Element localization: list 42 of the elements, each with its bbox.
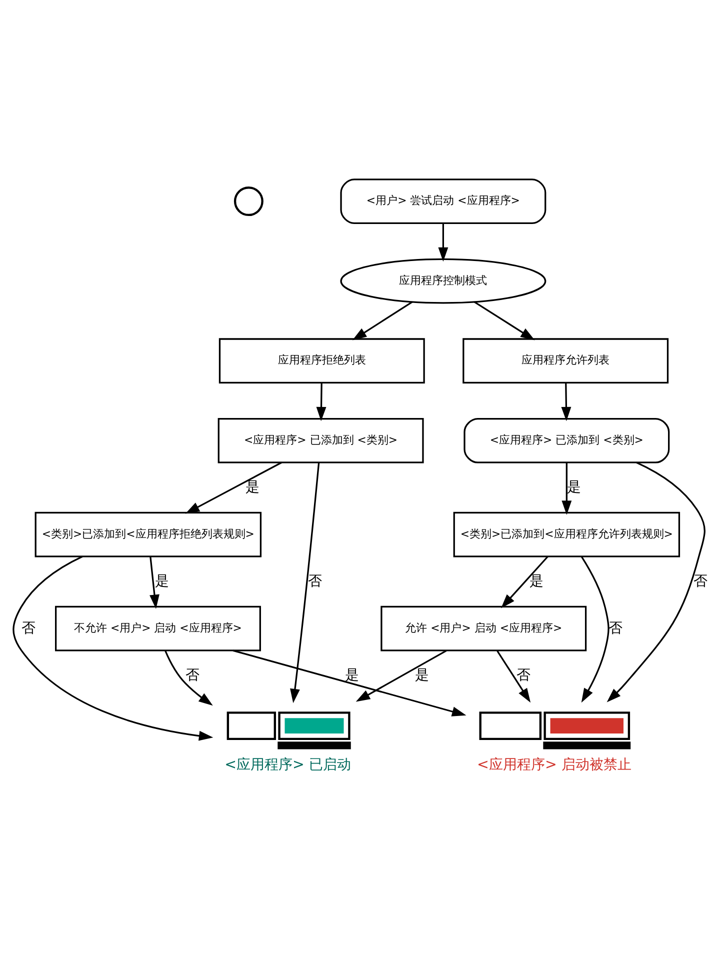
edge-label: 否 xyxy=(184,666,199,683)
node-box: 应用程序拒绝列表 xyxy=(218,338,424,384)
node-box: <应用程序> 已添加到 <类别> xyxy=(217,417,424,463)
arrow xyxy=(561,462,572,514)
arrow xyxy=(438,222,448,262)
arrow xyxy=(164,650,212,706)
node-ellipse: 应用程序控制模式 xyxy=(340,258,546,304)
edge-label: 否 xyxy=(693,572,708,589)
edge-label: 否 xyxy=(516,666,530,683)
node-person xyxy=(233,186,263,216)
edge-label: 是 xyxy=(529,572,544,589)
edge-label: 是 xyxy=(154,572,168,589)
arrow xyxy=(580,556,609,702)
node-box: 允许 <用户> 启动 <应用程序> xyxy=(380,605,586,651)
node-label: <应用程序> 已启动 xyxy=(224,756,350,772)
edge-label: 否 xyxy=(307,572,322,589)
node-box: <应用程序> 已添加到 <类别> xyxy=(463,417,670,463)
node-label: <应用程序> 启动被禁止 xyxy=(476,756,631,772)
arrow xyxy=(184,461,282,514)
arrow xyxy=(12,555,213,740)
node-box: 不允许 <用户> 启动 <应用程序> xyxy=(54,605,260,651)
node-box: <类别>已添加到<应用程序拒绝列表规则> xyxy=(34,511,262,557)
arrow xyxy=(149,556,159,608)
arrow xyxy=(560,382,571,421)
arrow xyxy=(496,650,530,702)
arrow xyxy=(473,300,534,340)
node-box: 应用程序允许列表 xyxy=(462,338,668,384)
edge-label: 是 xyxy=(245,478,260,495)
node-box: <用户> 尝试启动 <应用程序> xyxy=(340,178,546,224)
edge-label: 是 xyxy=(566,478,580,495)
arrow xyxy=(606,461,705,702)
arrow xyxy=(352,300,412,340)
edge-label: 是 xyxy=(344,666,358,683)
arrow xyxy=(500,555,548,608)
node-box: <类别>已添加到<应用程序允许列表规则> xyxy=(452,511,680,557)
edge-label: 是 xyxy=(414,666,428,683)
arrow xyxy=(316,382,326,421)
edge-label: 否 xyxy=(608,620,622,636)
arrow xyxy=(290,462,320,703)
edge-label: 否 xyxy=(21,620,36,636)
arrow xyxy=(355,649,446,702)
arrow xyxy=(232,649,466,716)
